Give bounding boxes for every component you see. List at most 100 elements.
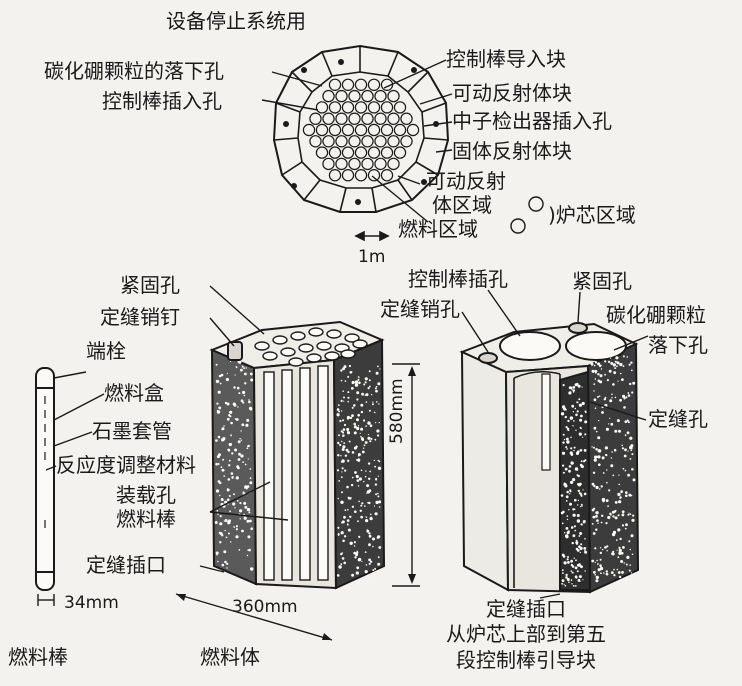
caption-fuel-block: 燃料体 — [200, 645, 260, 669]
label-fuel-rod-in-block: 燃料棒 — [116, 507, 176, 531]
core-column — [387, 157, 400, 171]
loading-hole — [326, 329, 342, 339]
fuel-block-loading-holes — [254, 327, 368, 367]
label-loading-hole: 装载孔 — [116, 483, 176, 507]
core-column — [348, 157, 361, 171]
label-dowel-pin: 定缝销钉 — [100, 305, 180, 329]
core-column — [335, 112, 348, 125]
label-neutron-detector-hole: 中子检出器插入孔 — [452, 109, 612, 133]
core-column — [315, 123, 329, 137]
loading-hole — [340, 349, 356, 359]
loading-hole — [344, 333, 360, 343]
core-column — [380, 146, 394, 159]
core-column — [322, 112, 335, 125]
core-column — [361, 89, 374, 103]
core-column — [354, 101, 368, 114]
label-dowel-socket: 定缝插口 — [86, 553, 166, 577]
core-column — [309, 135, 322, 148]
core-column — [341, 146, 355, 159]
core-column — [361, 135, 374, 148]
label-dowel-pin-hole: 定缝销孔 — [380, 297, 460, 321]
core-column — [322, 135, 335, 148]
core-column — [380, 101, 394, 114]
core-column — [406, 123, 420, 137]
caption-fuel-rod: 燃料棒 — [8, 645, 68, 669]
label-block-width: 360mm — [232, 597, 298, 617]
core-column — [367, 146, 381, 159]
loading-hole — [272, 335, 288, 345]
label-b4c-drop-hole: 碳化硼颗粒的落下孔 — [44, 59, 224, 83]
core-column — [367, 101, 381, 114]
core-column — [341, 101, 355, 114]
core-column — [387, 135, 400, 148]
top-leader-lines — [261, 59, 453, 223]
loading-hole — [298, 343, 314, 353]
core-column — [374, 157, 387, 171]
loading-hole — [306, 353, 322, 363]
core-column — [341, 123, 355, 137]
core-column — [315, 101, 329, 114]
label-b4c-line2: 落下孔 — [648, 333, 708, 357]
loading-hole — [316, 341, 332, 351]
region-legend-movable — [528, 196, 544, 212]
label-ctrl-dowel-socket: 定缝插口 — [486, 597, 566, 621]
core-column — [348, 135, 361, 148]
core-column — [387, 89, 400, 103]
label-fastening-hole: 紧固孔 — [120, 273, 180, 297]
core-column — [361, 157, 374, 171]
label-fuel-compact: 燃料盒 — [104, 381, 164, 405]
label-ctrl-fastening-hole: 紧固孔 — [572, 269, 632, 293]
core-column — [322, 89, 335, 103]
label-end-plug: 端栓 — [86, 339, 126, 363]
core-column — [302, 123, 316, 137]
core-column — [341, 168, 355, 182]
core-fuel-columns — [302, 78, 420, 182]
loading-hole — [280, 347, 296, 357]
core-column — [400, 135, 413, 148]
core-column — [315, 146, 329, 159]
fuel-rod-drawing — [35, 367, 55, 591]
label-rod-diameter: 34mm — [64, 593, 119, 613]
core-column — [335, 135, 348, 148]
core-column — [328, 101, 342, 114]
core-column — [367, 123, 381, 137]
label-control-rod-hole: 控制棒插孔 — [408, 267, 508, 291]
core-column — [393, 123, 407, 137]
core-column — [354, 146, 368, 159]
fuel-block-drawing — [209, 320, 386, 590]
core-column — [354, 78, 368, 92]
core-column — [322, 157, 335, 171]
reflector-holes — [283, 59, 439, 205]
core-column — [348, 112, 361, 125]
label-scale: 1m — [358, 247, 386, 267]
label-reactivity-material: 反应度调整材料 — [56, 453, 196, 477]
label-b4c-line1: 碳化硼颗粒 — [606, 303, 706, 327]
scale-bar — [354, 230, 390, 242]
core-column — [348, 89, 361, 103]
control-block-drawing — [459, 322, 640, 594]
top-title: 设备停止系统用 — [166, 9, 306, 33]
label-fuel-region: 燃料区域 — [398, 217, 478, 241]
core-column — [393, 146, 407, 159]
loading-hole — [262, 351, 278, 361]
loading-hole — [308, 327, 324, 337]
label-control-rod-insert-hole: 控制棒插入孔 — [102, 89, 222, 113]
label-movable-region-2: 体区域 — [432, 193, 492, 217]
fuel-rod-leaders — [37, 371, 105, 606]
region-legend-fuel — [510, 218, 526, 234]
core-column — [328, 123, 342, 137]
reflector-block-lines — [273, 46, 449, 213]
core-column — [400, 112, 413, 125]
label-graphite-sleeve: 石墨套管 — [92, 419, 172, 443]
core-outer-boundary — [272, 44, 450, 213]
loading-hole — [290, 331, 306, 341]
label-dowel-hole: 定缝孔 — [648, 407, 708, 431]
core-column — [387, 112, 400, 125]
dimension-arrowheads — [176, 366, 416, 640]
core-column — [367, 78, 381, 92]
loading-hole — [352, 339, 368, 349]
label-movable-reflector: 可动反射体块 — [452, 81, 572, 105]
label-core-region: )炉芯区域 — [548, 203, 636, 227]
